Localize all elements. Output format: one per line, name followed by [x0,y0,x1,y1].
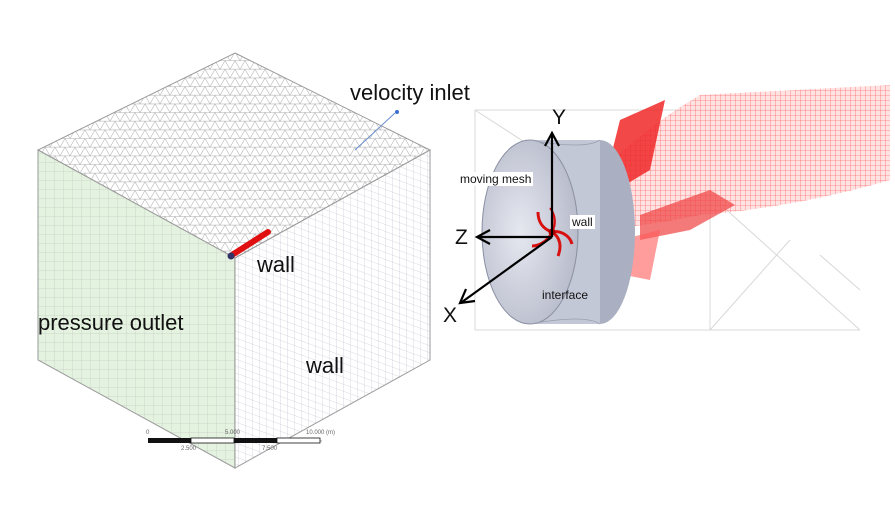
hexagon-left-face-mesh [38,150,235,468]
scale-bar-segment [148,438,191,443]
rotor-wall-label: wall [570,215,595,229]
moving-mesh-cylinder [481,139,635,325]
scale-bar [148,437,322,444]
coordinate-axes [458,130,560,305]
scale-tick-label: 0 [146,430,150,436]
moving-mesh-label: moving mesh [458,172,534,186]
wall-center-label: wall [257,252,295,277]
y-axis-label: Y [552,106,567,129]
rotor-blade [549,207,556,233]
wall-object [229,229,271,258]
scale-tick-label: 10.000 (m) [306,430,336,436]
cylinder-front-face-edge [529,318,601,325]
y-axis-arrowhead [544,130,560,147]
inlet-leader-line [354,112,396,151]
scale-bar-segment [190,437,235,444]
scale-tick-label: 5.000 [225,430,241,436]
interface-label: interface [542,288,589,302]
scale-bar-segment [234,438,277,443]
x-axis-arrowhead [458,288,476,305]
cylinder-front-face-edge [529,139,601,146]
wall-right-label: wall [306,353,344,378]
hexagon-domain [36,52,432,469]
wake-blade-sheet [640,190,735,240]
velocity-inlet-label: velocity inlet [350,80,470,105]
pressure-outlet-label: pressure outlet [38,310,184,335]
hexagon-right-face [234,149,431,469]
z-axis-label: Z [455,226,468,249]
x-axis-label: X [443,304,458,327]
scale-bar-segment [276,437,321,444]
scale-subtick-label: 2.500 [181,446,197,452]
inlet-leader-dot [395,110,399,114]
z-axis-arrowhead [474,229,491,245]
x-axis-line [461,236,553,303]
scale-subtick-label: 7.500 [262,446,278,452]
wall-object-hub [227,252,235,260]
